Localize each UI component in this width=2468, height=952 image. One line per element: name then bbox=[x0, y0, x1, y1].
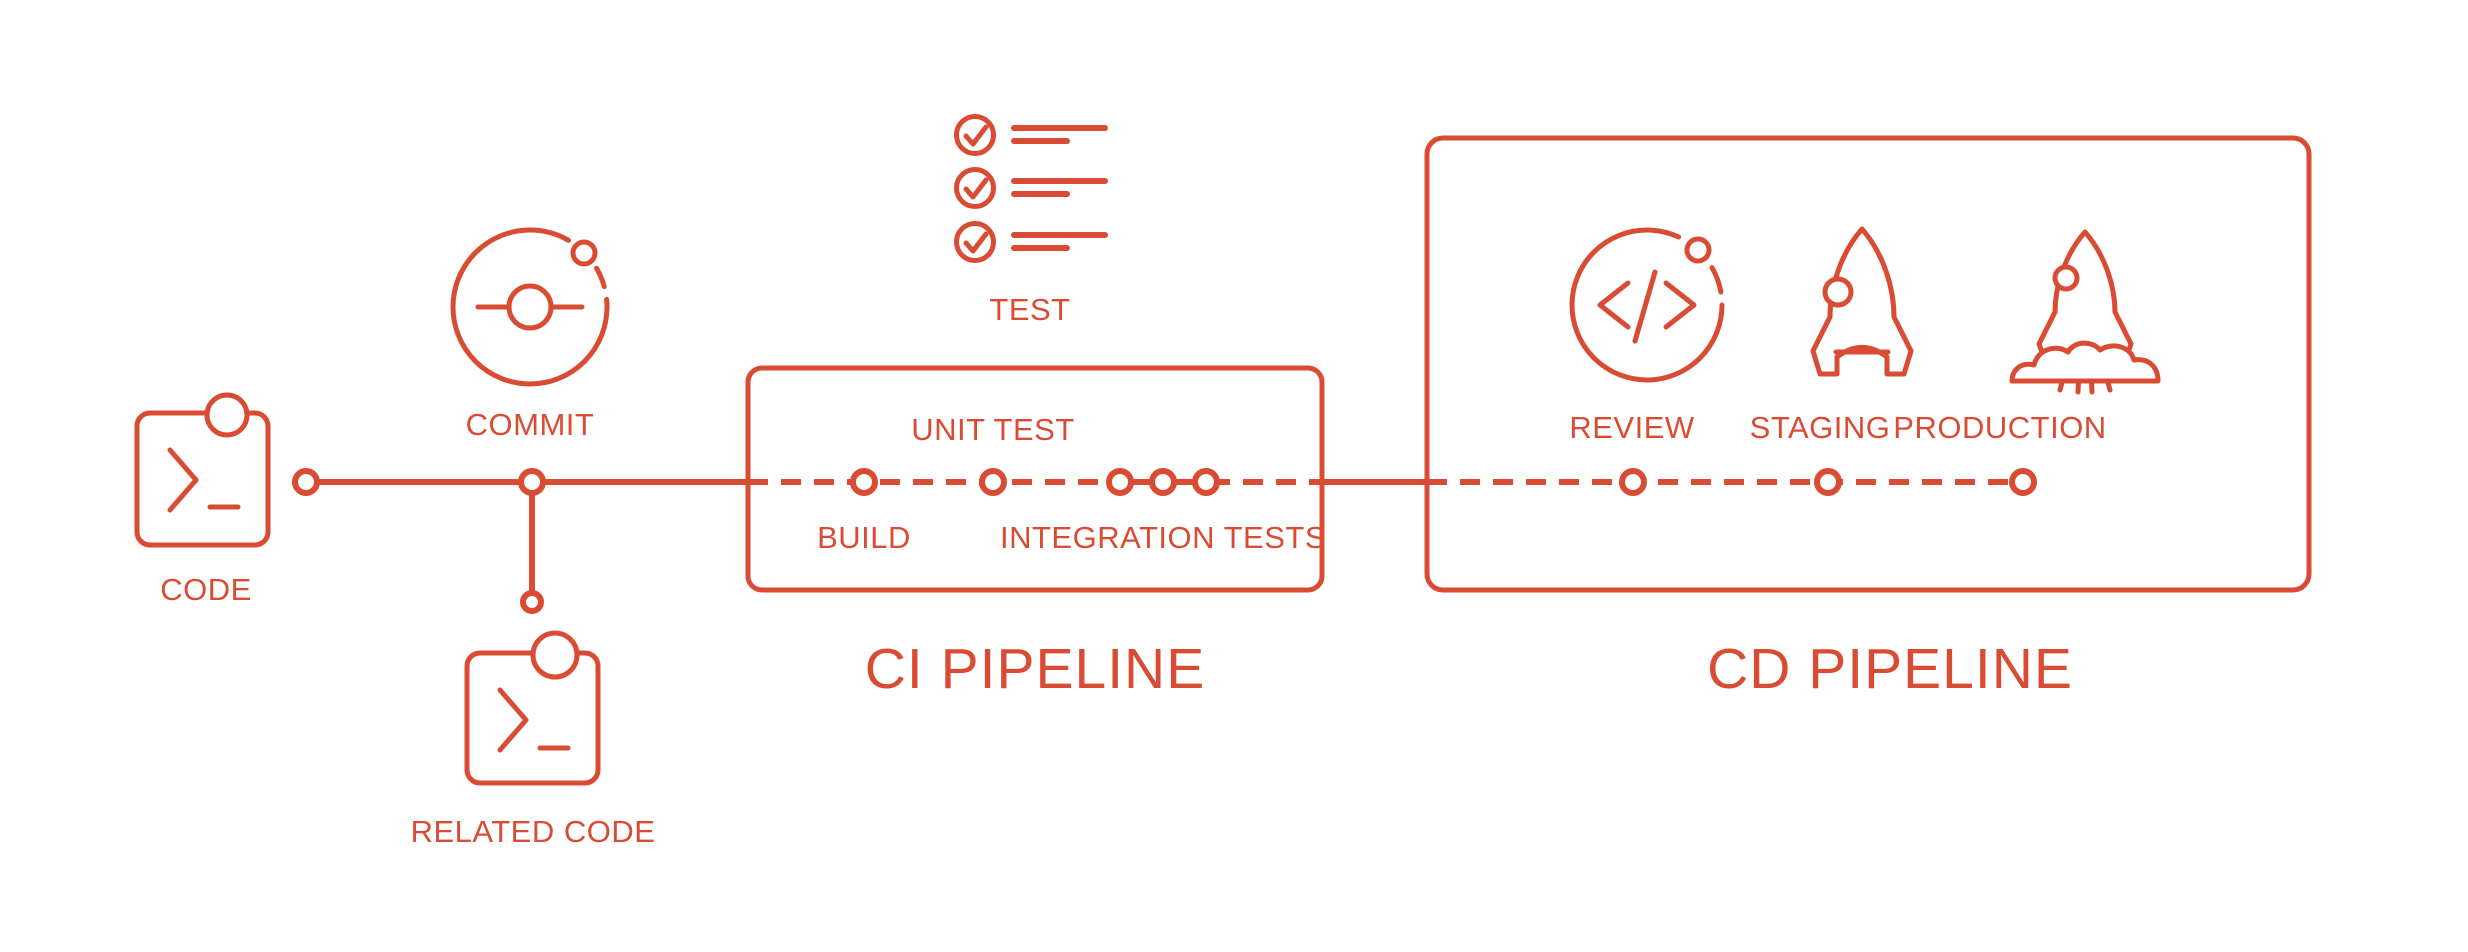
review-label: REVIEW bbox=[1569, 410, 1695, 445]
staging-label: STAGING bbox=[1749, 410, 1891, 445]
code-label: CODE bbox=[160, 572, 252, 607]
review-node bbox=[1619, 468, 1647, 496]
build-label: BUILD bbox=[817, 520, 911, 555]
unit-test-label: UNIT TEST bbox=[911, 412, 1075, 447]
integration-tests-label: INTEGRATION TESTS bbox=[1000, 520, 1326, 555]
test-checklist-icon bbox=[954, 114, 1108, 263]
commit-label: COMMIT bbox=[465, 407, 595, 442]
related-code-node bbox=[520, 590, 544, 614]
ci-pipeline-title: CI PIPELINE bbox=[864, 637, 1206, 701]
related-code-terminal-icon bbox=[464, 630, 601, 786]
unit-test-node bbox=[979, 468, 1007, 496]
cd-pipeline-box bbox=[1424, 135, 2312, 593]
production-rocket-launch-icon bbox=[2009, 229, 2161, 395]
git-commit-icon bbox=[450, 227, 610, 387]
commit-node bbox=[518, 468, 546, 496]
test-label: TEST bbox=[989, 292, 1071, 327]
staging-node bbox=[1814, 468, 1842, 496]
cd-pipeline-title: CD PIPELINE bbox=[1707, 637, 2073, 701]
related-code-label: RELATED CODE bbox=[410, 814, 656, 849]
production-label: PRODUCTION bbox=[1893, 410, 2107, 445]
code-terminal-icon bbox=[134, 392, 271, 548]
code-review-icon bbox=[1569, 227, 1725, 383]
integration-test-node-2 bbox=[1149, 468, 1177, 496]
staging-rocket-icon bbox=[1810, 226, 1914, 377]
ci-pipeline-box bbox=[745, 365, 1325, 593]
build-node bbox=[850, 468, 878, 496]
pipeline-nodes bbox=[292, 468, 2037, 614]
integration-test-node-3 bbox=[1192, 468, 1220, 496]
production-node bbox=[2009, 468, 2037, 496]
integration-test-node-1 bbox=[1106, 468, 1134, 496]
code-node bbox=[292, 468, 320, 496]
